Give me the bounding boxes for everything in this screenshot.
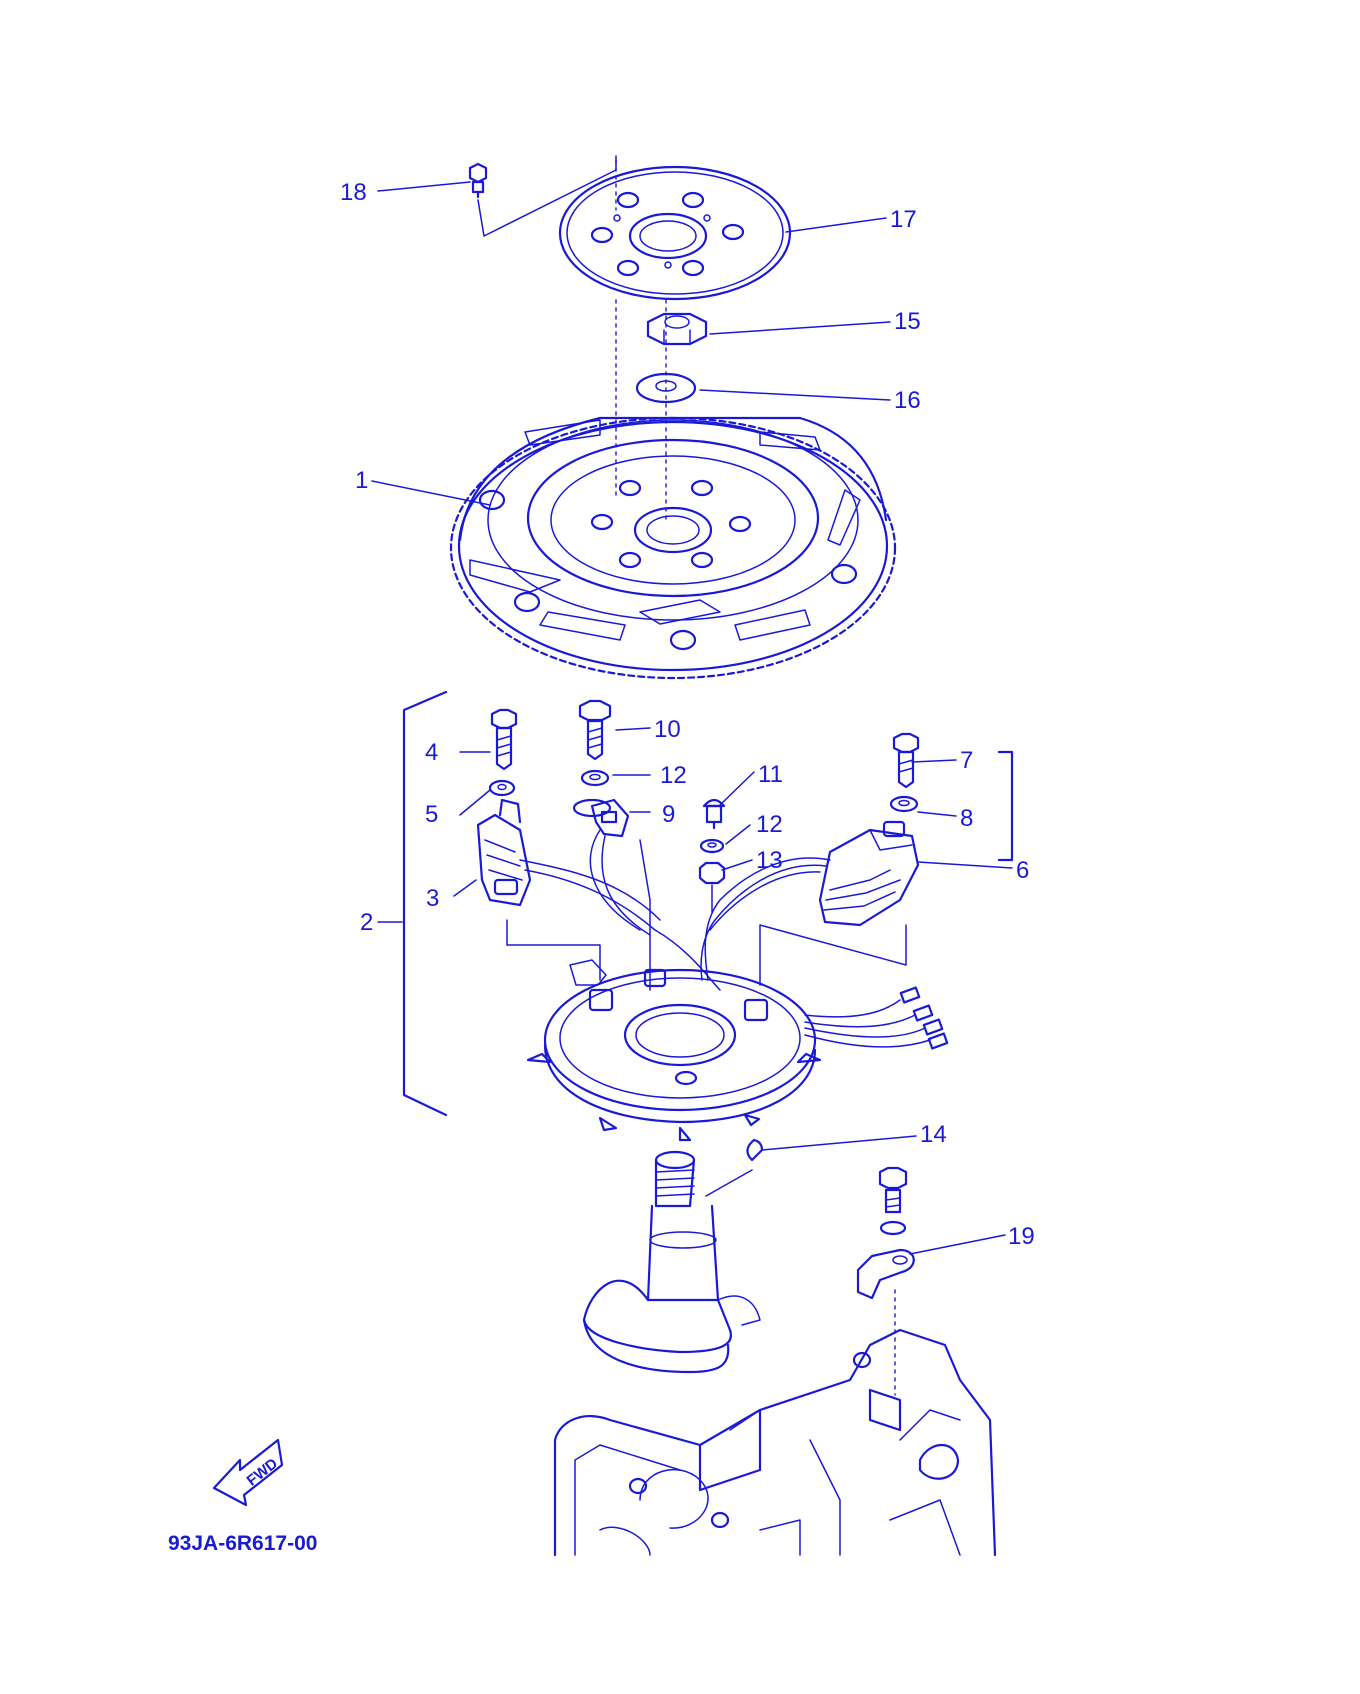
label-5: 5 [425, 801, 438, 828]
flywheel-assembly[interactable] [449, 416, 897, 680]
leader-lines [371, 181, 1013, 1255]
lead-clamp[interactable] [856, 1248, 915, 1300]
label-19: 19 [1008, 1223, 1035, 1250]
label-13: 13 [756, 847, 783, 874]
label-4: 4 [425, 739, 438, 766]
label-10: 10 [654, 716, 681, 743]
label-2: 2 [360, 909, 373, 936]
flywheel-nut[interactable] [646, 312, 708, 346]
lead-clamp-washer[interactable] [699, 838, 725, 854]
stator-assembly-bracket [402, 690, 448, 1117]
lighting-coil[interactable] [818, 820, 920, 927]
label-1: 1 [355, 467, 368, 494]
part-number-labels: 18 17 15 16 1 10 4 12 11 7 5 9 12 8 13 6… [340, 179, 1035, 1250]
label-12-bottom: 12 [756, 811, 783, 838]
center-coil-washer[interactable] [580, 769, 610, 787]
label-6: 6 [1016, 857, 1029, 884]
label-11: 11 [758, 761, 783, 788]
label-14: 14 [920, 1121, 947, 1148]
label-15: 15 [894, 308, 921, 335]
drawing-code: 93JA-6R617-00 [168, 1532, 317, 1555]
lighting-coil-bolt[interactable] [892, 732, 920, 789]
flywheel-cover-plate[interactable] [558, 165, 792, 301]
label-3: 3 [426, 885, 439, 912]
cover-screw[interactable] [468, 162, 488, 199]
stator-base-plate[interactable] [526, 959, 822, 1142]
woodruff-key[interactable] [746, 1138, 764, 1162]
lead-clamp-screw[interactable] [702, 798, 726, 830]
label-7: 7 [960, 747, 973, 774]
stator-wiring [519, 829, 949, 1050]
engine-block [553, 1328, 997, 1557]
crankshaft[interactable] [582, 1150, 761, 1374]
label-8: 8 [960, 805, 973, 832]
label-17: 17 [890, 206, 917, 233]
forward-direction-icon: FWD [212, 1438, 284, 1507]
clamp-washer[interactable] [879, 1220, 907, 1236]
coil-washer-left[interactable] [488, 779, 516, 797]
pulser-coil-left[interactable] [476, 798, 532, 907]
label-9: 9 [662, 801, 675, 828]
center-coil-bolt[interactable] [578, 699, 612, 761]
pulser-coil-center[interactable] [572, 798, 630, 838]
label-18: 18 [340, 179, 367, 206]
lead-clamp-nut[interactable] [698, 861, 726, 885]
label-16: 16 [894, 387, 921, 414]
fwd-label: FWD [244, 1455, 282, 1490]
label-12-top: 12 [660, 762, 687, 789]
coil-bolt-left[interactable] [490, 708, 518, 771]
clamp-bolt[interactable] [878, 1166, 908, 1214]
lighting-coil-washer[interactable] [889, 795, 919, 813]
